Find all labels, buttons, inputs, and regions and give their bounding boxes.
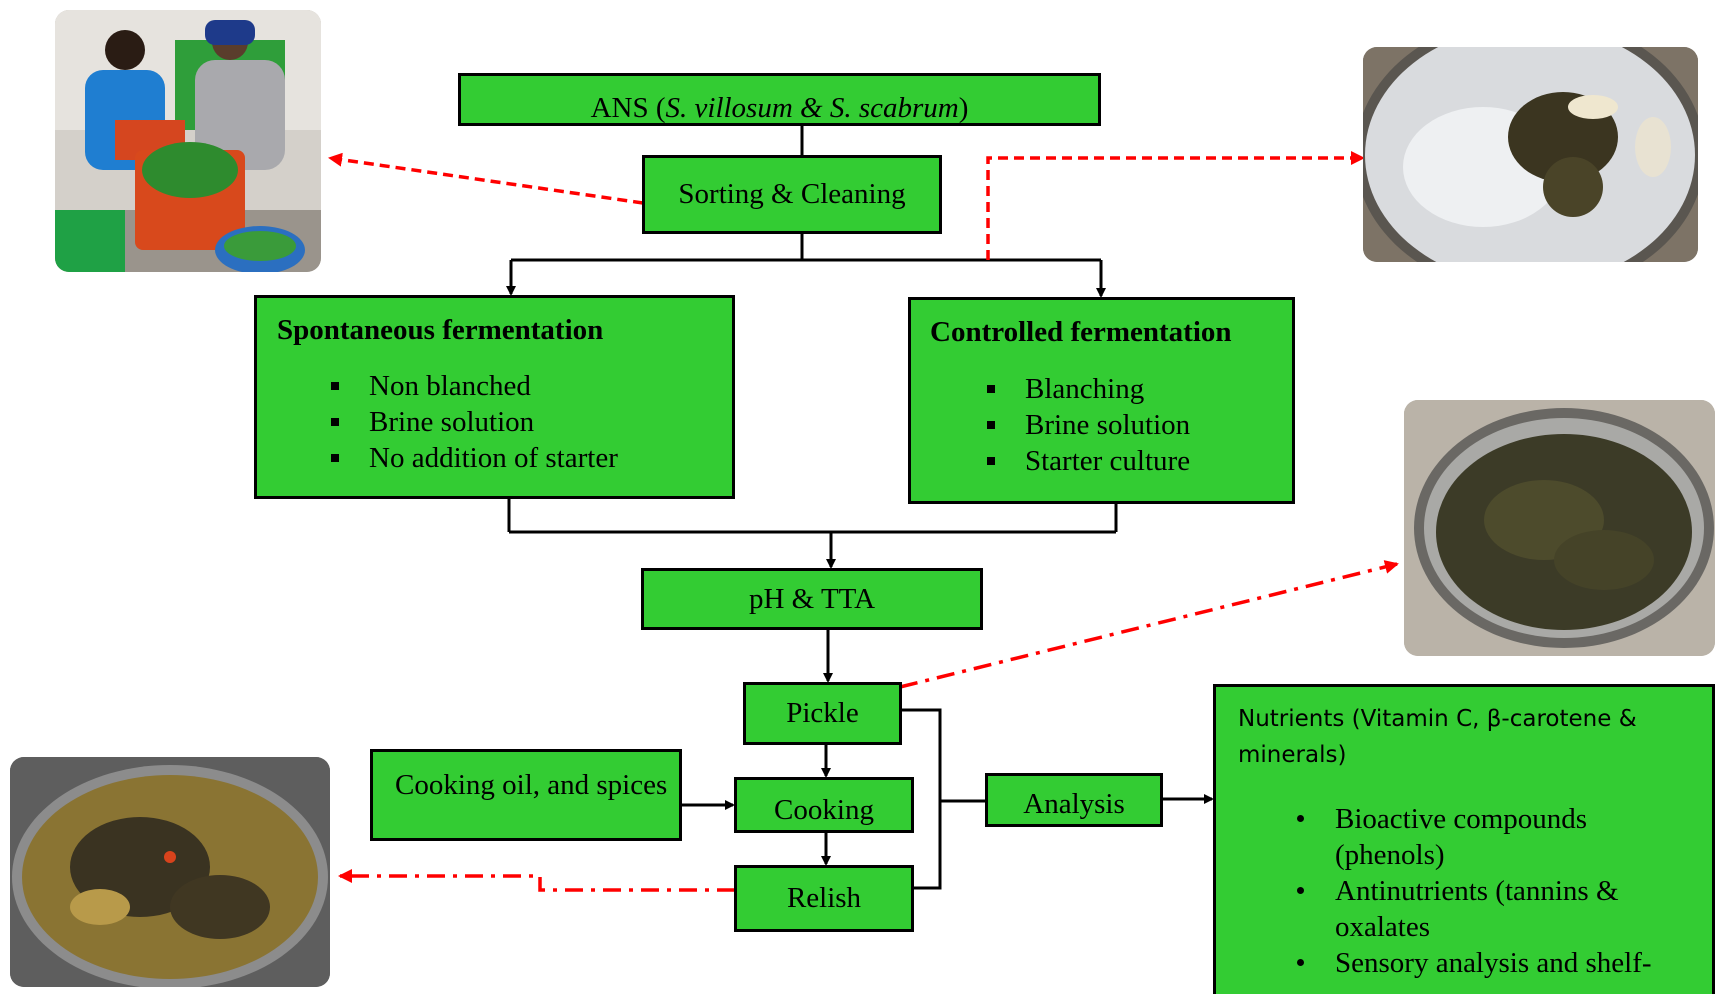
- controlled-fermentation-box: Controlled fermentation Blanching Brine …: [908, 297, 1295, 504]
- relish-label: Relish: [786, 882, 862, 914]
- ans-box: ANS (S. villosum & S. scabrum): [458, 73, 1101, 126]
- sorting-cleaning-label: Sorting & Cleaning: [678, 178, 906, 210]
- people-sorting-vegetables-photo: [55, 10, 321, 272]
- cooking-box: Cooking: [734, 777, 914, 833]
- list-item: Non blanched: [319, 368, 618, 404]
- analysis-box: Analysis: [985, 773, 1163, 827]
- list-item: Antinutrients (tannins & oxalates: [1285, 873, 1685, 945]
- nutrients-list: Bioactive compounds (phenols) Antinutrie…: [1285, 801, 1685, 981]
- connector-analysis-bracket: [899, 708, 942, 890]
- nutrients-box: Nutrients (Vitamin C, β-carotene & miner…: [1213, 684, 1715, 994]
- spontaneous-fermentation-list: Non blanched Brine solution No addition …: [319, 368, 618, 476]
- list-item: Brine solution: [975, 407, 1190, 443]
- spontaneous-fermentation-title: Spontaneous fermentation: [277, 314, 604, 346]
- controlled-fermentation-list: Blanching Brine solution Starter culture: [975, 371, 1190, 479]
- pickle-label: Pickle: [786, 697, 859, 729]
- red-arrow-sorting-to-photo: [328, 152, 644, 205]
- analysis-label: Analysis: [1023, 788, 1125, 820]
- ans-label: ANS (S. villosum & S. scabrum): [590, 92, 969, 124]
- list-item: Starter culture: [975, 443, 1190, 479]
- red-arrow-split-to-brine-photo: [986, 151, 1365, 260]
- spontaneous-fermentation-box: Spontaneous fermentation Non blanched Br…: [254, 295, 735, 499]
- ph-tta-box: pH & TTA: [641, 568, 983, 630]
- nutrients-title: Nutrients (Vitamin C, β-carotene & miner…: [1238, 706, 1637, 768]
- cooking-label: Cooking: [774, 794, 874, 826]
- controlled-fermentation-title: Controlled fermentation: [930, 316, 1232, 348]
- list-item: Sensory analysis and shelf-: [1285, 945, 1685, 981]
- list-item: No addition of starter: [319, 440, 618, 476]
- fermented-vegetables-bowl-photo: [1404, 400, 1715, 656]
- list-item: Bioactive compounds (phenols): [1285, 801, 1685, 873]
- cooking-oil-spices-box: Cooking oil, and spices: [370, 749, 682, 841]
- cooking-oil-spices-label: Cooking oil, and spices: [395, 769, 668, 801]
- red-arrow-relish-to-pot-photo: [338, 869, 735, 892]
- brine-bowl-photo: [1363, 47, 1698, 262]
- relish-box: Relish: [734, 865, 914, 932]
- cooked-relish-pot-photo: [10, 757, 330, 987]
- list-item: Brine solution: [319, 404, 618, 440]
- sorting-cleaning-box: Sorting & Cleaning: [642, 155, 942, 234]
- pickle-box: Pickle: [743, 682, 902, 745]
- ph-tta-label: pH & TTA: [748, 582, 876, 615]
- list-item: Blanching: [975, 371, 1190, 407]
- red-arrow-pickle-to-bowl-photo: [899, 560, 1399, 689]
